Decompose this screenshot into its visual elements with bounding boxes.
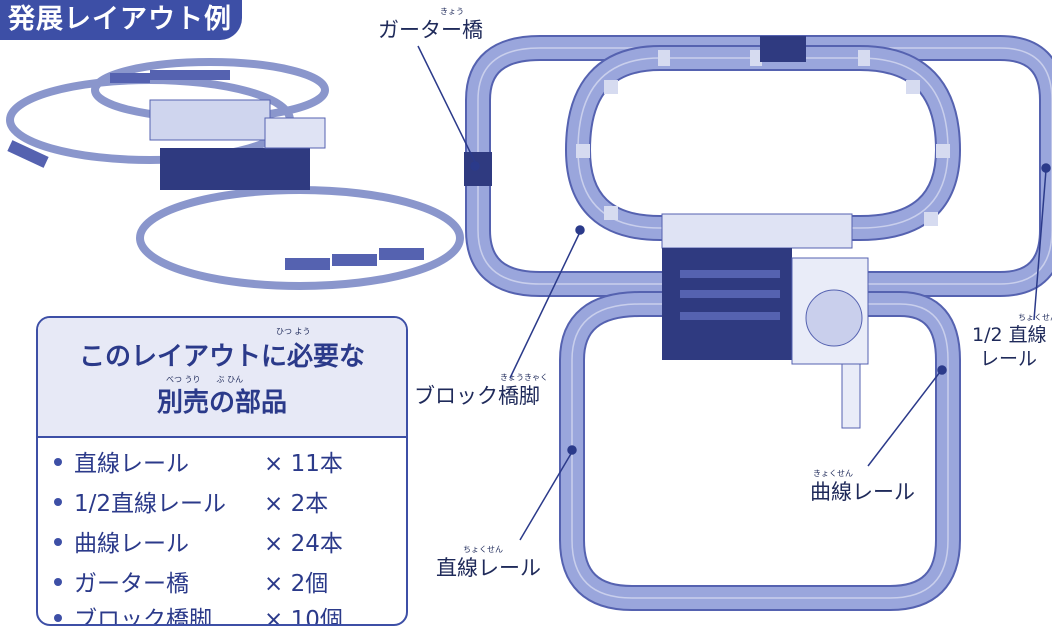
bullet-icon	[54, 613, 62, 622]
parts-title: このレイアウトに必要な	[78, 342, 365, 372]
parts-item: ガーター橋 × 2個	[54, 564, 328, 598]
required-parts-header: ひつ よう このレイアウトに必要な べつ うり ぶ ひん 別売の部品	[38, 318, 406, 438]
parts-item-qty: × 10個	[264, 607, 343, 626]
parts-item-qty: × 2個	[264, 571, 329, 597]
parts-item-qty: × 24本	[264, 531, 343, 557]
parts-item: 1/2直線レール × 2本	[54, 484, 328, 518]
parts-item: ブロック橋脚 × 10個	[54, 600, 343, 626]
straight-rail-label-ruby: ちょくせん	[463, 545, 503, 554]
bullet-icon	[54, 577, 62, 586]
half-rail-label-line2: レール	[980, 348, 1038, 370]
parts-title-ruby: ひつ よう	[276, 327, 311, 336]
half-rail-label: 1/2 直線	[972, 324, 1047, 346]
layout-photo	[6, 58, 464, 290]
block-piers	[576, 50, 950, 226]
girder-bridge-top	[760, 36, 806, 62]
parts-item-name: 曲線レール	[74, 531, 189, 557]
lower-loop	[559, 291, 961, 611]
station	[661, 213, 869, 429]
leader-lines	[417, 45, 1051, 541]
track-layout-diagram: .rail { fill: none; stroke: #5562b0; str…	[417, 35, 1052, 611]
parts-subtitle-ruby: べつ うり ぶ ひん	[166, 375, 244, 384]
parts-item-qty: × 11本	[264, 451, 343, 477]
layout-title-banner: 発展レイアウト例	[0, 0, 242, 40]
girder-label-ruby: きょう	[440, 7, 464, 16]
parts-item-name: 1/2直線レール	[74, 491, 227, 517]
parts-item: 直線レール × 11本	[54, 444, 343, 478]
outer-top-loop	[465, 35, 1052, 297]
parts-item-name: ガーター橋	[74, 571, 189, 597]
required-parts-box: ひつ よう このレイアウトに必要な べつ うり ぶ ひん 別売の部品 直線レール…	[36, 316, 408, 626]
bullet-icon	[54, 457, 62, 466]
parts-subtitle: 別売の部品	[156, 388, 287, 418]
girder-label: ガーター橋	[378, 18, 483, 42]
bullet-icon	[54, 537, 62, 546]
bullet-icon	[54, 497, 62, 506]
inner-elevated-loop	[564, 45, 962, 241]
parts-item: 曲線レール × 24本	[54, 524, 343, 558]
curve-rail-label-ruby: きょくせん	[813, 469, 853, 478]
curve-rail-label: 曲線レール	[810, 480, 915, 504]
block-pier-label: ブロック橋脚	[414, 384, 540, 408]
half-rail-label-ruby: ちょくせん	[1018, 313, 1052, 322]
straight-rail-label: 直線レール	[436, 556, 541, 580]
parts-item-qty: × 2本	[264, 491, 329, 517]
parts-item-name: ブロック橋脚	[74, 607, 212, 626]
parts-item-name: 直線レール	[74, 451, 189, 477]
block-pier-label-ruby: きょうきゃく	[500, 373, 548, 382]
